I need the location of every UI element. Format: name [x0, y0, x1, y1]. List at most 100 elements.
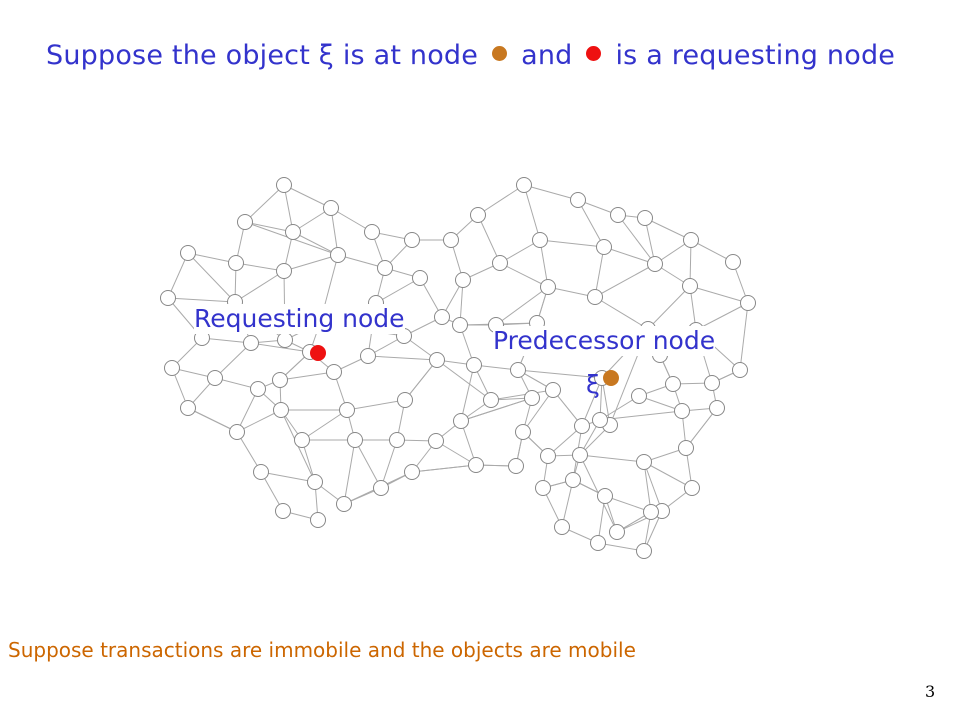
- graph-edge: [594, 246, 605, 298]
- graph-edge: [346, 399, 406, 411]
- graph-node: [524, 390, 540, 406]
- graph-edge: [343, 439, 356, 505]
- graph-node: [160, 290, 176, 306]
- requesting-node-legend-dot: [586, 46, 602, 61]
- graph-edge: [201, 337, 252, 344]
- graph-node: [545, 382, 561, 398]
- graph-edge: [523, 184, 579, 201]
- graph-edge: [499, 262, 549, 288]
- graph-node: [637, 210, 653, 226]
- graph-edge: [522, 389, 554, 433]
- graph-node: [207, 370, 223, 386]
- graph-edge: [236, 409, 282, 433]
- graph-node: [709, 400, 725, 416]
- graph-node: [683, 232, 699, 248]
- graph-edge: [337, 254, 386, 269]
- graph-node: [609, 524, 625, 540]
- graph-node: [483, 392, 499, 408]
- graph-edge: [643, 461, 693, 489]
- graph-node: [229, 424, 245, 440]
- graph-node: [643, 504, 659, 520]
- graph-node: [516, 177, 532, 193]
- title-part-1: Suppose the object ξ is at node: [46, 40, 479, 71]
- graph-edge: [644, 217, 692, 241]
- graph-edge: [517, 369, 603, 379]
- graph-node: [725, 254, 741, 270]
- graph-edge: [539, 239, 605, 248]
- graph-node: [508, 458, 524, 474]
- graph-node: [596, 239, 612, 255]
- requesting-node-label: Requesting node: [194, 304, 405, 334]
- graph-node: [228, 255, 244, 271]
- graph-edge: [167, 252, 189, 299]
- graph-edge: [375, 277, 421, 304]
- graph-node: [412, 270, 428, 286]
- graph-edge: [367, 355, 438, 361]
- graph-node: [674, 403, 690, 419]
- graph-edge: [561, 479, 574, 528]
- graph-edge: [380, 439, 398, 489]
- graph-edge: [643, 461, 663, 512]
- graph-node: [276, 263, 292, 279]
- graph-edge: [579, 454, 645, 463]
- graph-node: [532, 232, 548, 248]
- graph-edge: [260, 471, 316, 483]
- graph-node: [455, 272, 471, 288]
- graph-edge: [187, 252, 237, 264]
- graph-node: [740, 295, 756, 311]
- graph-edge: [436, 359, 492, 401]
- graph-edge: [647, 285, 691, 330]
- graph-edge: [187, 252, 236, 303]
- graph-node: [678, 440, 694, 456]
- graph-edge: [187, 407, 238, 433]
- graph-edge: [523, 184, 541, 241]
- graph-edge: [581, 377, 603, 427]
- graph-edge: [547, 286, 596, 298]
- graph-node: [470, 207, 486, 223]
- graph-node: [277, 332, 293, 348]
- graph-node: [452, 317, 468, 333]
- graph-node: [434, 309, 450, 325]
- graph-node: [540, 448, 556, 464]
- graph-edge: [477, 214, 501, 264]
- graph-edge: [460, 364, 475, 422]
- graph-edge: [354, 439, 382, 489]
- graph-node: [294, 432, 310, 448]
- graph-node: [574, 418, 590, 434]
- graph-edge: [603, 246, 656, 265]
- graph-node: [180, 245, 196, 261]
- graph-node: [275, 503, 291, 519]
- graph-node: [347, 432, 363, 448]
- graph-edge: [495, 286, 549, 326]
- graph-node: [397, 392, 413, 408]
- graph-node: [443, 232, 459, 248]
- graph-edge: [685, 407, 718, 449]
- graph-node: [377, 260, 393, 276]
- graph-node: [610, 207, 626, 223]
- graph-node: [570, 192, 586, 208]
- graph-node: [310, 512, 326, 528]
- graph-node: [468, 457, 484, 473]
- graph-edge: [577, 199, 605, 248]
- graph-edge: [167, 297, 236, 303]
- graph-edge: [244, 221, 294, 233]
- graph-node: [164, 360, 180, 376]
- graph-node: [180, 400, 196, 416]
- graph-node: [243, 335, 259, 351]
- graph-edge: [695, 302, 749, 331]
- graph-edge: [279, 371, 335, 381]
- graph-node: [535, 480, 551, 496]
- footnote: Suppose transactions are immobile and th…: [8, 638, 636, 662]
- graph-edge: [244, 184, 285, 223]
- graph-node: [364, 224, 380, 240]
- graph-node: [492, 255, 508, 271]
- graph-node: [237, 214, 253, 230]
- page-number: 3: [925, 682, 936, 701]
- graph-node: [597, 488, 613, 504]
- graph-node: [389, 432, 405, 448]
- graph-node: [590, 535, 606, 551]
- object-xi-label: ξ: [586, 370, 600, 399]
- graph-edge: [214, 342, 252, 379]
- graph-node: [273, 402, 289, 418]
